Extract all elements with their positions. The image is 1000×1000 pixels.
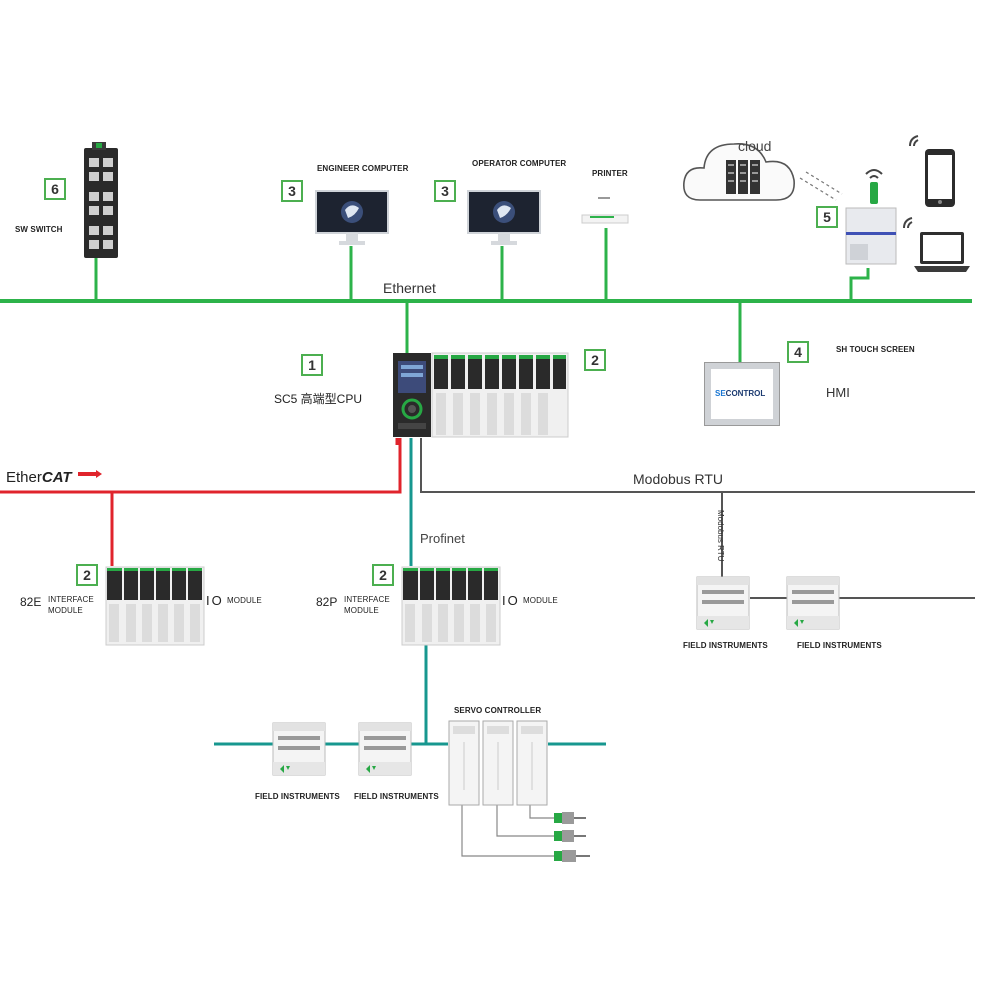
82e-badge: 2 <box>76 564 98 586</box>
82e-module-label: MODULE <box>48 606 83 615</box>
modbus-field-instrument-1 <box>696 576 750 630</box>
82e-model-label: 82E <box>20 595 42 609</box>
ethercat-logo: EtherCAT <box>6 470 72 485</box>
servo-cable-2 <box>496 804 556 837</box>
cpu-io-modules <box>431 352 569 438</box>
profinet-field-instruments-label-1: FIELD INSTRUMENTS <box>255 792 340 801</box>
82e-io-module-label: MODULE <box>227 596 262 605</box>
printer-icon <box>581 197 629 224</box>
cloud-label: cloud <box>738 138 772 154</box>
sw-switch-icon <box>84 142 118 258</box>
hmi-brand-control: CONTROL <box>725 389 766 398</box>
iot-gateway-icon <box>845 169 897 265</box>
modbus-label: Modobus RTU <box>633 471 724 487</box>
82p-badge: 2 <box>372 564 394 586</box>
gateway-badge: 5 <box>816 206 838 228</box>
hmi-touch-screen: SECONTROL <box>704 362 780 426</box>
cpu-io-badge: 2 <box>584 349 606 371</box>
servo-cable-3 <box>529 804 556 819</box>
hmi-label: HMI <box>826 385 850 400</box>
modbus-field-instruments-label-2: FIELD INSTRUMENTS <box>797 641 882 650</box>
operator-computer-badge: 3 <box>434 180 456 202</box>
wifi-icon-top <box>909 135 919 147</box>
smartphone-icon <box>925 149 955 207</box>
profinet-field-instrument-2 <box>358 722 412 776</box>
cpu-label: SC5 高端型CPU <box>274 392 363 406</box>
engineer-computer-badge: 3 <box>281 180 303 202</box>
cloud-gateway-link-2 <box>805 171 843 195</box>
82p-interface-label: INTERFACE <box>344 595 390 604</box>
hmi-title-label: SH TOUCH SCREEN <box>836 345 915 354</box>
ethernet-label: Ethernet <box>383 280 436 296</box>
hmi-brand-se: SE <box>715 389 726 398</box>
82p-io-module-label: MODULE <box>523 596 558 605</box>
profinet-label: Profinet <box>420 531 465 546</box>
sw-switch-label: SW SWITCH <box>15 225 63 234</box>
profinet-field-instruments-label-2: FIELD INSTRUMENTS <box>354 792 439 801</box>
servo-controller-icon <box>448 720 548 806</box>
82e-interface-label: INTERFACE <box>48 595 94 604</box>
servo-controller-label: SERVO CONTROLLER <box>454 706 542 715</box>
servo-motor-icon-3 <box>554 850 590 862</box>
ethercat-arrow-icon <box>78 470 102 478</box>
82p-module-label: MODULE <box>344 606 379 615</box>
ethercat-line <box>0 438 402 494</box>
wifi-icon-bottom <box>903 217 913 229</box>
82p-model-label: 82P <box>316 595 338 609</box>
82e-interface-module-icon <box>105 566 205 646</box>
printer-label: PRINTER <box>592 169 628 178</box>
servo-motor-icon-1 <box>554 812 586 824</box>
82p-interface-module-icon <box>401 566 501 646</box>
hmi-brand-logo: SECONTROL <box>715 389 765 398</box>
switch-badge: 6 <box>44 178 66 200</box>
servo-motor-icon-2 <box>554 830 586 842</box>
engineer-monitor-icon <box>315 190 389 245</box>
cpu-badge: 1 <box>301 354 323 376</box>
profinet-field-instrument-1 <box>272 722 326 776</box>
operator-computer-label: OPERATOR COMPUTER <box>472 159 567 168</box>
laptop-icon <box>914 232 970 272</box>
modbus-field-instruments-label-1: FIELD INSTRUMENTS <box>683 641 768 650</box>
cloud-gateway-link <box>799 177 837 201</box>
modbus-line <box>420 438 975 493</box>
ethernet-drop-gateway <box>849 268 870 301</box>
sc5-cpu-rack-icon <box>393 352 569 438</box>
hmi-screen-area: SECONTROL <box>711 369 773 419</box>
servo-cable-1 <box>461 804 556 857</box>
ethercat-logo-cat: CAT <box>41 469 72 486</box>
82e-io-label: IO <box>206 593 224 608</box>
modbus-field-instrument-2 <box>786 576 840 630</box>
engineer-computer-label: ENGINEER COMPUTER <box>317 164 409 173</box>
hmi-badge: 4 <box>787 341 809 363</box>
ethercat-logo-ether: Ether <box>6 469 42 486</box>
operator-monitor-icon <box>467 190 541 245</box>
modbus-vertical-label: Modobus RTU <box>716 510 725 562</box>
cloud-icon <box>683 143 795 201</box>
82p-io-label: IO <box>502 593 520 608</box>
